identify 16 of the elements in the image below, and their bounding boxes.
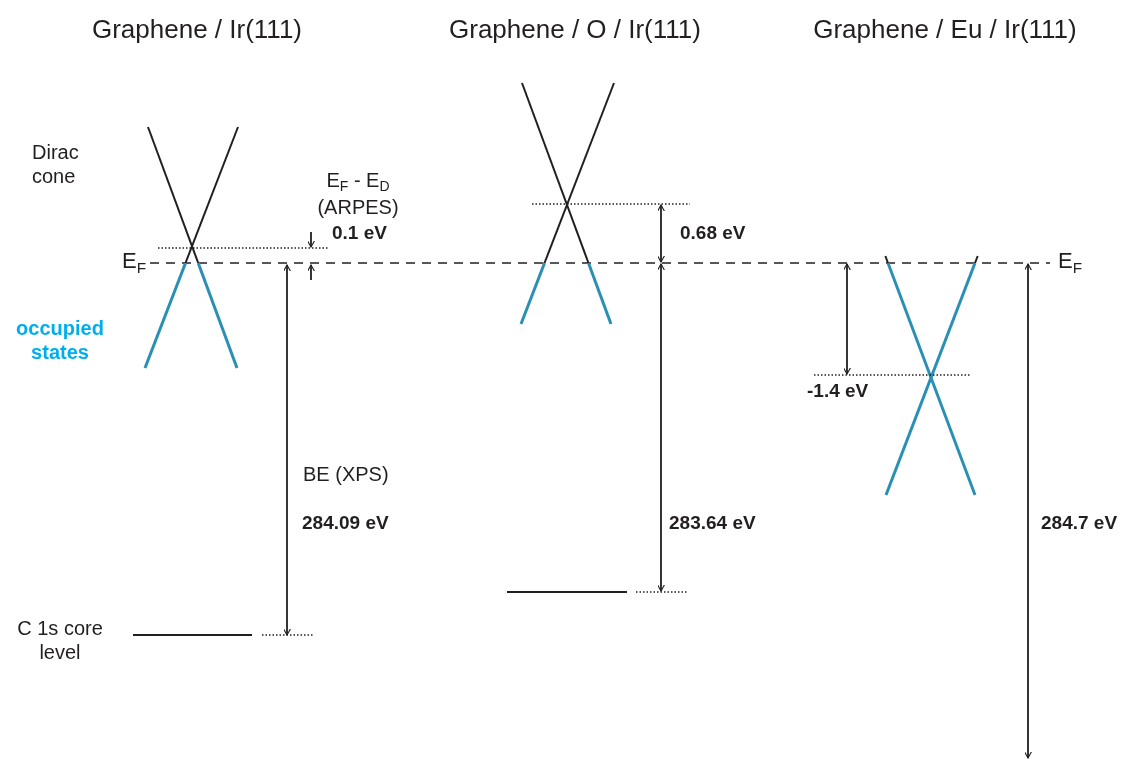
value-label: 283.64 eV <box>669 512 757 535</box>
value-label: 284.7 eV <box>1041 512 1119 535</box>
axis-label: E$_{F}$ - E$_{D}$ (ARPES) <box>316 168 400 219</box>
energy-label: E$_{F}$ <box>1058 248 1084 278</box>
energy-label: E$_{F}$ <box>122 248 148 278</box>
axis-label: occupied states <box>15 316 105 364</box>
axis-label: Dirac cone <box>32 140 80 188</box>
value-label: -1.4 eV <box>807 380 870 403</box>
axis-label: C 1s core level <box>16 616 104 664</box>
panel-heading: Graphene / Ir(111) <box>91 14 303 46</box>
panel-heading: Graphene / Eu / Ir(111) <box>812 14 1078 46</box>
axis-label: BE (XPS) <box>303 462 390 486</box>
value-label: 284.09 eV <box>302 512 390 535</box>
value-label: 0.68 eV <box>680 222 747 245</box>
panel-heading: Graphene / O / Ir(111) <box>448 14 702 46</box>
value-label: 0.1 eV <box>332 222 388 245</box>
